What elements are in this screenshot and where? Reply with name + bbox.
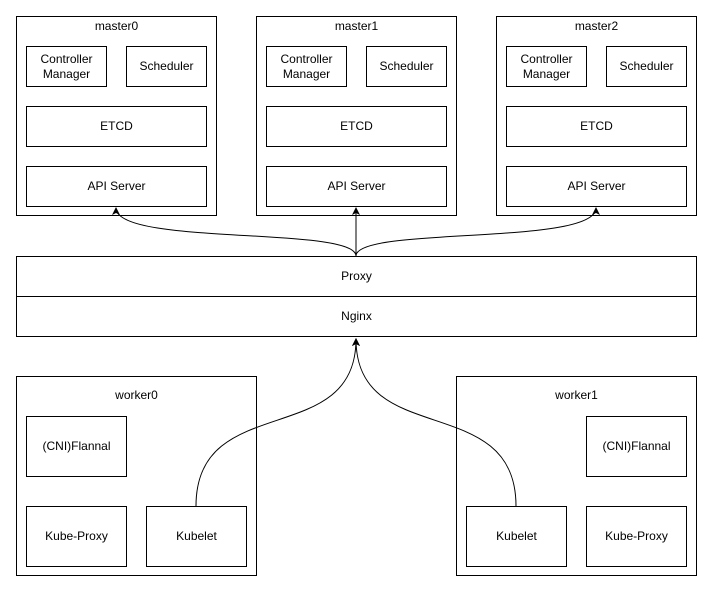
kube-proxy-box: Kube-Proxy bbox=[586, 506, 687, 567]
controller-manager-box: Controller Manager bbox=[26, 46, 107, 87]
master-node-title: master0 bbox=[94, 19, 139, 33]
api-server-box: API Server bbox=[26, 166, 207, 207]
cni-flannel-box: (CNI)Flannal bbox=[586, 416, 687, 477]
kube-proxy-box: Kube-Proxy bbox=[26, 506, 127, 567]
kubelet-box: Kubelet bbox=[466, 506, 567, 567]
master-node-title: master2 bbox=[574, 19, 619, 33]
etcd-box: ETCD bbox=[266, 106, 447, 147]
worker-node-title: worker0 bbox=[115, 388, 158, 402]
worker-node-title: worker1 bbox=[555, 388, 598, 402]
kubelet-box: Kubelet bbox=[146, 506, 247, 567]
api-server-box: API Server bbox=[266, 166, 447, 207]
scheduler-box: Scheduler bbox=[126, 46, 207, 87]
api-server-box: API Server bbox=[506, 166, 687, 207]
scheduler-box: Scheduler bbox=[366, 46, 447, 87]
cni-flannel-box: (CNI)Flannal bbox=[26, 416, 127, 477]
controller-manager-box: Controller Manager bbox=[506, 46, 587, 87]
controller-manager-box: Controller Manager bbox=[266, 46, 347, 87]
nginx-box: Nginx bbox=[16, 296, 697, 337]
master-node-title: master1 bbox=[334, 19, 379, 33]
etcd-box: ETCD bbox=[506, 106, 687, 147]
scheduler-box: Scheduler bbox=[606, 46, 687, 87]
proxy-box: Proxy bbox=[16, 256, 697, 297]
etcd-box: ETCD bbox=[26, 106, 207, 147]
